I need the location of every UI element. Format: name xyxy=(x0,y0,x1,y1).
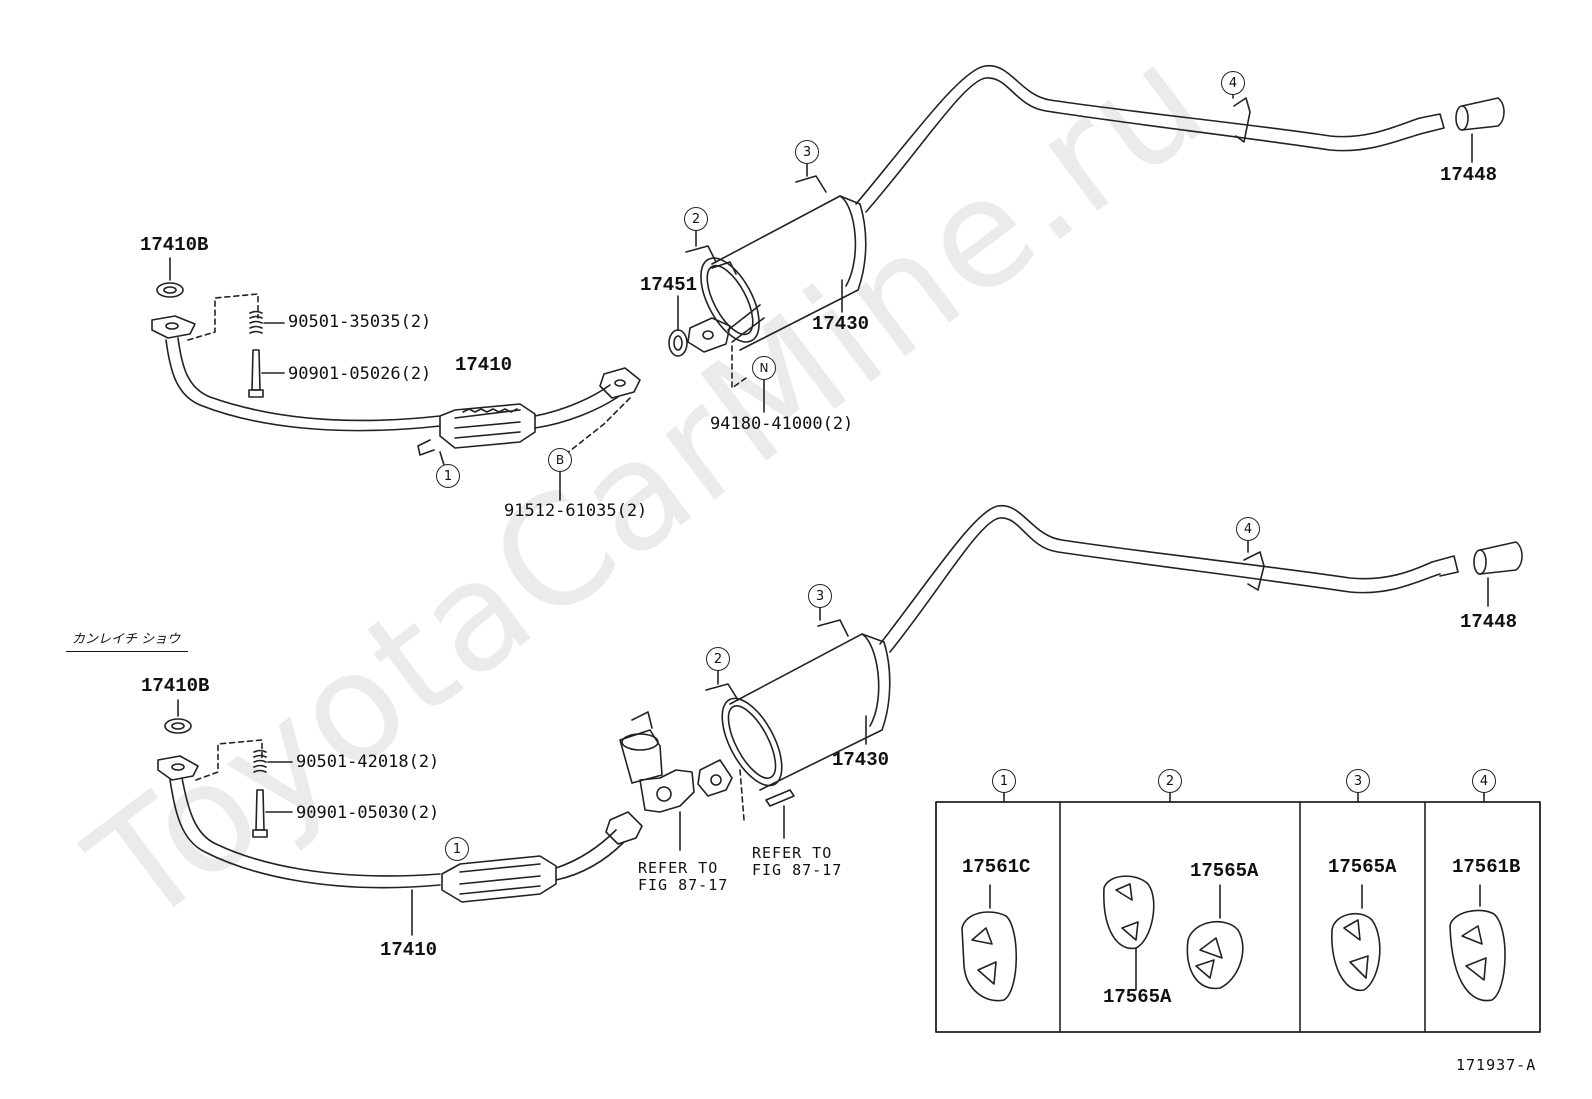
table-part-17561C: 17561C xyxy=(962,856,1031,878)
upper-rear-flange xyxy=(599,367,641,399)
upper-spring-label: 90501-35035(2) xyxy=(288,312,432,332)
lower-muffler xyxy=(721,633,891,791)
figure-id: 171937-A xyxy=(1456,1056,1537,1074)
table-col-4-number: 4 xyxy=(1472,769,1496,793)
hanger-17565A-left xyxy=(1103,875,1155,991)
hanger-17561B xyxy=(1449,884,1506,1002)
upper-assembly xyxy=(151,65,1505,501)
upper-hanger-1-marker: 1 xyxy=(436,464,460,488)
upper-bolt-label: 90901-05026(2) xyxy=(288,364,432,384)
upper-bolt-b-marker: B xyxy=(548,448,572,472)
upper-muffler xyxy=(700,195,867,351)
table-part-17561B: 17561B xyxy=(1452,856,1521,878)
upper-tail-tip-label: 17448 xyxy=(1440,164,1498,186)
lower-bolt-label: 90901-05030(2) xyxy=(296,803,440,823)
upper-flange-bolt-label: 91512-61035(2) xyxy=(504,501,648,521)
table-part-17565A-right: 17565A xyxy=(1190,860,1259,882)
lower-tail-pipe xyxy=(879,505,1433,645)
table-col-2-number: 2 xyxy=(1158,769,1182,793)
hanger-table xyxy=(935,792,1541,1033)
upper-catalytic-converter xyxy=(439,403,536,449)
upper-gasket-17451-label: 17451 xyxy=(640,274,698,296)
lower-front-flange xyxy=(157,755,199,781)
upper-front-pipe xyxy=(165,339,441,432)
section-note-underline xyxy=(66,651,188,652)
table-col-1-number: 1 xyxy=(992,769,1016,793)
lower-front-pipe-label: 17410 xyxy=(380,939,438,961)
hanger-17565A-col3 xyxy=(1331,884,1381,992)
upper-hanger-4-marker: 4 xyxy=(1221,71,1245,95)
upper-gasket-17451 xyxy=(668,329,688,357)
lower-hanger-3-marker: 3 xyxy=(808,584,832,608)
lower-refer-left: REFER TO FIG 87-17 xyxy=(638,859,729,894)
upper-tail-tip xyxy=(1455,97,1505,163)
lower-gasket-label: 17410B xyxy=(141,675,210,697)
lower-spring xyxy=(253,749,293,773)
upper-tail-pipe xyxy=(855,65,1421,205)
lower-tail-tip-label: 17448 xyxy=(1460,611,1518,633)
hanger-17561C xyxy=(961,884,1018,1002)
lower-catalytic-converter xyxy=(441,855,557,903)
lower-refer-right: REFER TO FIG 87-17 xyxy=(752,844,843,879)
upper-nut-n-marker: N xyxy=(752,356,776,380)
lower-spring-label: 90501-42018(2) xyxy=(296,752,440,772)
upper-front-flange xyxy=(151,315,196,339)
upper-hanger-2-marker: 2 xyxy=(684,207,708,231)
upper-gasket-label: 17410B xyxy=(140,234,209,256)
upper-spring xyxy=(249,310,285,334)
upper-muffler-label: 17430 xyxy=(812,313,870,335)
lower-tail-tip xyxy=(1473,541,1523,607)
lower-front-pipe xyxy=(169,779,441,889)
section-note: カンレイチ ショウ xyxy=(72,632,181,647)
lower-hanger-4-marker: 4 xyxy=(1236,517,1260,541)
lower-assembly xyxy=(157,505,1523,936)
table-part-17565A-col3: 17565A xyxy=(1328,856,1397,878)
upper-nut-label: 94180-41000(2) xyxy=(710,414,854,434)
upper-hanger-3-marker: 3 xyxy=(795,140,819,164)
upper-bolt xyxy=(248,349,285,398)
lower-muffler-label: 17430 xyxy=(832,749,890,771)
upper-front-pipe-label: 17410 xyxy=(455,354,513,376)
table-part-17565A-left: 17565A xyxy=(1103,986,1172,1008)
lower-hanger-1-marker: 1 xyxy=(445,837,469,861)
table-col-3-number: 3 xyxy=(1346,769,1370,793)
lower-bolt xyxy=(252,789,293,838)
upper-gasket-ring xyxy=(156,282,184,298)
lower-hanger-2-marker: 2 xyxy=(706,647,730,671)
hanger-17565A-right xyxy=(1186,884,1244,990)
lower-intermediate-unit xyxy=(619,711,695,851)
